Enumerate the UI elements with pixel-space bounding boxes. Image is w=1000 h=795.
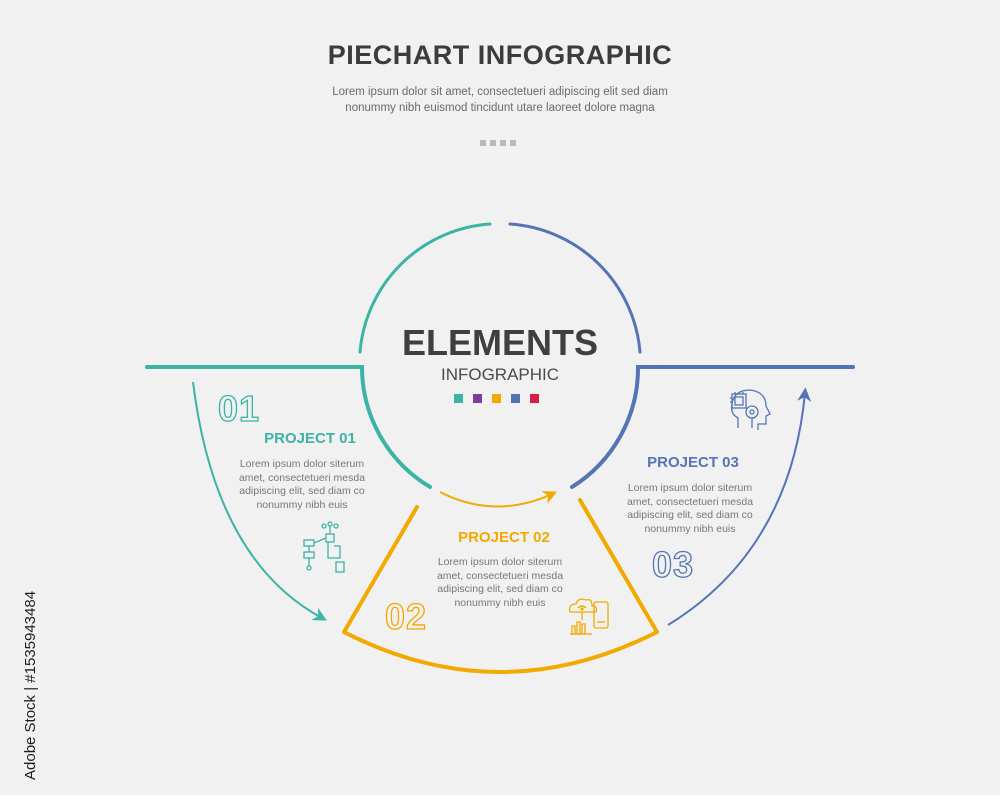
circle-arc-teal-upper <box>358 222 492 354</box>
arrow-01 <box>192 381 327 621</box>
header-dots <box>480 140 516 146</box>
project-01-title: PROJECT 01 <box>264 430 356 447</box>
ai-head-chip-icon <box>730 389 771 430</box>
project-01-number: 01 <box>217 387 261 429</box>
robot-hand-flowchart-icon <box>303 521 345 573</box>
project-03-description: Lorem ipsum dolor siterum amet, consecte… <box>626 482 754 535</box>
stock-watermark: Adobe Stock | #1535943484 <box>22 590 39 780</box>
project-02-title: PROJECT 02 <box>458 529 550 546</box>
cloud-analytics-phone-icon <box>568 598 609 635</box>
arrow-03 <box>667 387 812 626</box>
project-02-description: Lorem ipsum dolor siterum amet, consecte… <box>436 556 564 609</box>
center-subtitle: INFOGRAPHIC <box>440 365 560 384</box>
project-02-number: 02 <box>384 595 428 637</box>
color-swatches <box>454 394 539 403</box>
page-title: PIECHART INFOGRAPHIC <box>327 40 673 70</box>
segment-03-boundary <box>570 365 855 489</box>
circle-arc-blue-upper <box>508 222 642 354</box>
project-03-title: PROJECT 03 <box>647 454 739 471</box>
page-subtitle: Lorem ipsum dolor sit amet, consectetuer… <box>332 86 668 114</box>
project-03-number: 03 <box>651 543 695 585</box>
project-01-description: Lorem ipsum dolor siterum amet, consecte… <box>238 458 366 511</box>
center-title: ELEMENTS <box>401 322 598 363</box>
segment-01-boundary <box>145 365 432 489</box>
segment-02-boundary <box>342 498 659 674</box>
arrow-02 <box>439 491 558 508</box>
